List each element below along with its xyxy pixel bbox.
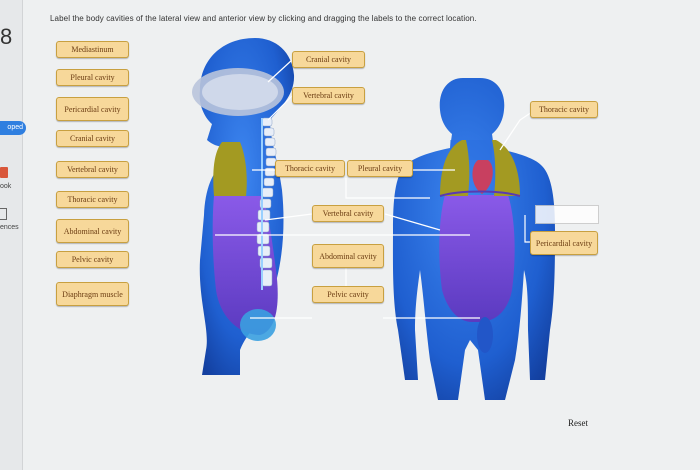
bank-label-mediastinum[interactable]: Mediastinum xyxy=(56,41,129,58)
bank-label-pleural-cavity[interactable]: Pleural cavity xyxy=(56,69,129,86)
reset-button[interactable]: Reset xyxy=(568,418,588,428)
placed-label-pericardial-cavity[interactable]: Pericardial cavity xyxy=(530,231,598,255)
bank-label-diaphragm-muscle[interactable]: Diaphragm muscle xyxy=(56,282,129,306)
lateral-view-figure xyxy=(192,38,294,375)
placed-label-pleural-cavity[interactable]: Pleural cavity xyxy=(347,160,413,177)
bank-label-abdominal-cavity[interactable]: Abdominal cavity xyxy=(56,219,129,243)
placed-label-pelvic-cavity[interactable]: Pelvic cavity xyxy=(312,286,384,303)
placed-label-vertebral-cavity-mid[interactable]: Vertebral cavity xyxy=(312,205,384,222)
placed-label-vertebral-cavity-top[interactable]: Vertebral cavity xyxy=(292,87,365,104)
bank-label-pelvic-cavity[interactable]: Pelvic cavity xyxy=(56,251,129,268)
placed-label-thoracic-cavity-right[interactable]: Thoracic cavity xyxy=(530,101,598,118)
placed-label-thoracic-cavity-mid[interactable]: Thoracic cavity xyxy=(275,160,345,177)
empty-drop-target[interactable] xyxy=(535,205,599,224)
bank-label-vertebral-cavity[interactable]: Vertebral cavity xyxy=(56,161,129,178)
placed-label-abdominal-cavity[interactable]: Abdominal cavity xyxy=(312,244,384,268)
bank-label-cranial-cavity[interactable]: Cranial cavity xyxy=(56,130,129,147)
bank-label-thoracic-cavity[interactable]: Thoracic cavity xyxy=(56,191,129,208)
bank-label-pericardial-cavity[interactable]: Pericardial cavity xyxy=(56,97,129,121)
placed-label-cranial-cavity[interactable]: Cranial cavity xyxy=(292,51,365,68)
